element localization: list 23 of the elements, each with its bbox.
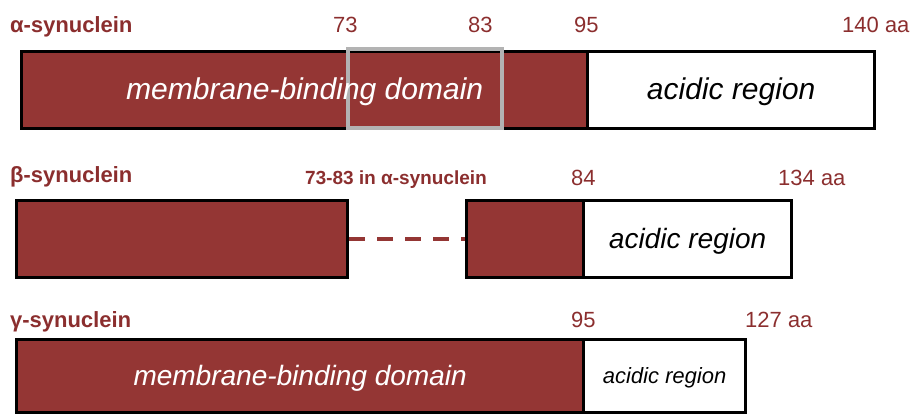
domain-box xyxy=(465,199,585,279)
domain-box xyxy=(15,199,349,279)
protein-name: β-synuclein xyxy=(10,162,132,188)
domain-label: acidic region xyxy=(646,73,816,107)
residue-number: 83 xyxy=(468,12,492,38)
residue-length: 140 aa xyxy=(842,12,910,38)
residue-number: 95 xyxy=(574,12,598,38)
protein-name: γ-synuclein xyxy=(10,307,132,333)
residue-length: 134 aa xyxy=(778,165,846,191)
region-box xyxy=(582,199,793,279)
domain-label: acidic region xyxy=(608,223,766,255)
residue-number: 73 xyxy=(333,12,358,38)
region-box xyxy=(586,50,876,130)
domain-label: acidic region xyxy=(602,363,726,389)
annotation-text: 73-83 in α-synuclein xyxy=(305,168,487,190)
domain-label: membrane-binding domain xyxy=(133,360,467,392)
residue-number: 84 xyxy=(571,165,596,191)
residue-length: 127 aa xyxy=(745,307,812,333)
dashed-connector xyxy=(349,237,465,241)
protein-name: α-synuclein xyxy=(10,12,132,38)
residue-number: 95 xyxy=(571,307,596,333)
domain-box xyxy=(15,338,585,414)
region-box xyxy=(582,338,747,414)
